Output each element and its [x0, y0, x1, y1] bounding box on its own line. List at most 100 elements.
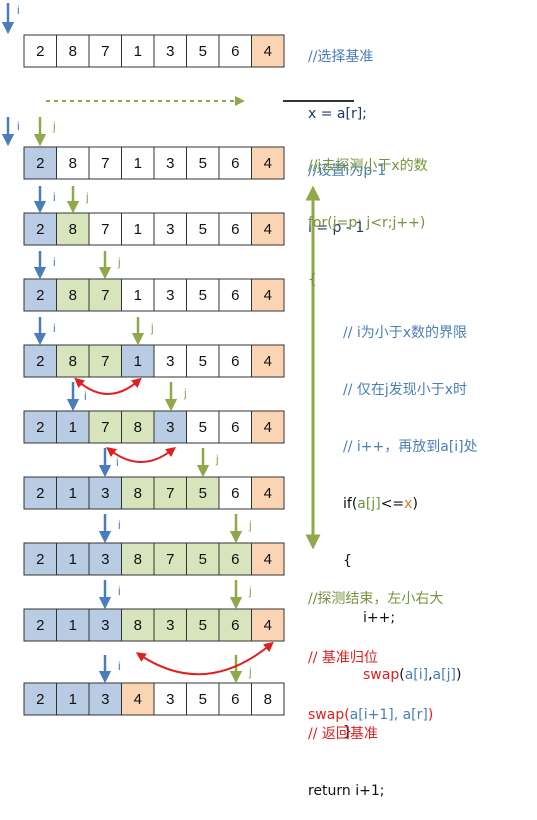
array-cell [186, 542, 220, 576]
array-cell-value: 6 [231, 287, 239, 304]
array-cell-value: 2 [36, 43, 44, 60]
array-cell [251, 542, 285, 576]
i-pointer-label: i [17, 3, 20, 17]
array-cell [88, 34, 122, 68]
array-cell-value: 2 [36, 691, 44, 708]
swap-arrow-row6 [106, 446, 176, 463]
array-cell-value: 8 [134, 617, 142, 634]
array-cell-value: 2 [36, 419, 44, 436]
array-cell-value: 4 [264, 485, 272, 502]
array-cell-value: 4 [264, 551, 272, 568]
array-cell-value: 5 [199, 691, 207, 708]
inner-open-brace: { [343, 553, 352, 569]
j-pointer-label: j [52, 119, 56, 133]
array-cell-value: 2 [36, 353, 44, 370]
array-cell-value: 7 [101, 353, 109, 370]
i-pointer-label: i [17, 119, 20, 133]
array-cell-value: 1 [69, 551, 77, 568]
array-cell [186, 34, 220, 68]
end-comment: //探测结束，左小右大 [308, 591, 444, 607]
array-cell [218, 476, 252, 510]
swap-arrow-row5 [74, 377, 142, 395]
array-cell-value: 2 [36, 617, 44, 634]
array-cell-value: 3 [166, 353, 174, 370]
array-cell [218, 146, 252, 180]
return-comment: // 返回基准 [308, 726, 378, 742]
array-cell-value: 3 [166, 287, 174, 304]
array-cell-value: 8 [134, 419, 142, 436]
array-cell-value: 4 [264, 419, 272, 436]
array-cell [251, 410, 285, 444]
array-cell-value: 5 [199, 419, 207, 436]
i-pointer-label: i [116, 455, 119, 469]
array-cell [218, 608, 252, 642]
restore-line: swap(a[i+1], a[r]) [308, 707, 434, 723]
array-cell-value: 3 [166, 419, 174, 436]
array-cell [121, 146, 155, 180]
i-pointer-label: i [53, 321, 56, 335]
return-line: return i+1; [308, 783, 385, 799]
array-cell [121, 682, 155, 716]
i-pointer-label: i [118, 659, 121, 673]
array-cell [153, 410, 187, 444]
open-brace: { [308, 272, 317, 288]
array-cell [251, 344, 285, 378]
j-pointer-label: j [85, 190, 89, 204]
array-cell-value: 2 [36, 485, 44, 502]
array-cell [186, 344, 220, 378]
array-cell-value: 3 [101, 551, 109, 568]
array-cell [56, 212, 90, 246]
array-cell-value: 4 [264, 43, 272, 60]
array-cell-value: 2 [36, 155, 44, 172]
loop-end-block: //探测结束，左小右大 [308, 552, 443, 628]
loop-header-block: //j去探测小于x的数 for(j=p; j<r;j++) { [308, 119, 428, 309]
array-cell [153, 146, 187, 180]
array-cell-value: 1 [69, 617, 77, 634]
array-cell-value: 6 [231, 419, 239, 436]
array-cell-value: 8 [69, 155, 77, 172]
array-cell [121, 542, 155, 576]
array-cell-value: 5 [199, 43, 207, 60]
j-pointer-label: j [117, 255, 121, 269]
array-cell [121, 608, 155, 642]
body-comment-2: // 仅在j发现小于x时 [343, 382, 468, 398]
set-i-comment: //设置i为p-1 [308, 163, 387, 179]
array-cell-value: 4 [264, 353, 272, 370]
array-cell-value: 3 [166, 155, 174, 172]
array-cell-value: 4 [264, 287, 272, 304]
array-cell-value: 3 [166, 221, 174, 238]
array-cell-value: 1 [134, 287, 142, 304]
loop-body-block: // i为小于x数的界限 // 仅在j发现小于x时 // i++，再放到a[i]… [343, 286, 478, 761]
array-cell-value: 6 [231, 353, 239, 370]
if-line: if(a[j]<=x) [343, 496, 418, 512]
swap-line: swap(a[i],a[j]) [363, 667, 462, 683]
array-cell-value: 7 [101, 155, 109, 172]
array-cell [153, 278, 187, 312]
array-cell [251, 476, 285, 510]
j-pointer-label: j [215, 452, 219, 466]
array-cell-value: 6 [231, 155, 239, 172]
array-cell-value: 1 [134, 353, 142, 370]
array-cell [23, 608, 57, 642]
array-cell [23, 212, 57, 246]
array-cell [218, 344, 252, 378]
array-cell [56, 476, 90, 510]
array-cell [121, 212, 155, 246]
array-cell [153, 608, 187, 642]
array-cell [88, 146, 122, 180]
array-cell-value: 5 [199, 287, 207, 304]
array-cell [251, 146, 285, 180]
array-cell-value: 6 [231, 551, 239, 568]
array-cell-value: 3 [166, 691, 174, 708]
